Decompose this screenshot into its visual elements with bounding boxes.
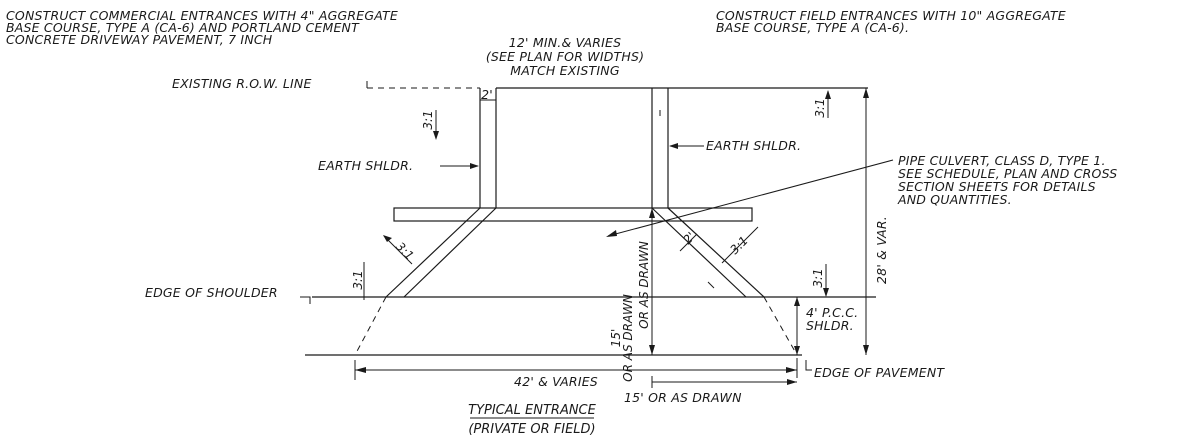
earth-shldr-right-label: EARTH SHLDR.: [706, 138, 801, 153]
center-dim-arrow-bottom: [649, 345, 655, 355]
or-as-drawn-lower: OR AS DRAWN: [621, 294, 635, 382]
width-note-line2: (SEE PLAN FOR WIDTHS): [486, 49, 644, 64]
earth-shldr-left-arrow: [470, 163, 479, 169]
twenty-eight-var-label: 28' & VAR.: [874, 216, 889, 284]
pipe-note-line1: PIPE CULVERT, CLASS D, TYPE 1.: [898, 153, 1106, 168]
note-commercial-line3: CONCRETE DRIVEWAY PAVEMENT, 7 INCH: [6, 32, 273, 47]
note-commercial-line2: BASE COURSE, TYPE A (CA-6) AND PORTLAND …: [6, 20, 360, 35]
forty-two-arrow-left: [355, 367, 366, 373]
slope-diag-right-tick: [707, 281, 715, 289]
earth-shldr-right-arrow: [669, 143, 678, 149]
pipe-note-line2: SEE SCHEDULE, PLAN AND CROSS: [898, 166, 1117, 181]
two-diag-label: 2': [680, 229, 698, 247]
pcc-dim-arrow-bottom: [794, 346, 800, 355]
fifteen-vertical: 15': [609, 329, 623, 348]
width-note-line1: 12' MIN.& VARIES: [509, 35, 622, 50]
slope-top-left-arrowhead: [433, 131, 439, 140]
slope-top-right-arrowhead: [825, 90, 831, 99]
pipe-note-leader: [607, 159, 894, 237]
right-slope-inner: [651, 207, 747, 298]
pipe-culvert: [393, 207, 753, 222]
note-field-line1: CONSTRUCT FIELD ENTRANCES WITH 10" AGGRE…: [716, 8, 1066, 23]
fifteen-drawn-arrow: [787, 379, 797, 385]
fifteen-drawn-label: 15' OR AS DRAWN: [624, 390, 742, 405]
earth-shldr-left-label: EARTH SHLDR.: [318, 158, 413, 173]
forty-two-arrow-right: [786, 367, 797, 373]
pipe-note-arrow: [606, 230, 617, 237]
two-diag-dim-line: [679, 233, 698, 252]
slope-shoulder-right-arrowhead: [823, 288, 829, 297]
edge-of-shoulder-leader: [300, 296, 311, 304]
center-dim-arrow-top: [649, 208, 655, 218]
drawing-subtitle: (PRIVATE OR FIELD): [468, 422, 595, 437]
drawing-title: TYPICAL ENTRANCE: [468, 403, 597, 418]
row-line-label: EXISTING R.O.W. LINE: [172, 76, 312, 91]
slope-diag-left-arrowhead: [383, 235, 392, 242]
slope-top-right-label: 3:1: [813, 98, 827, 117]
right-slope-outer: [667, 207, 765, 298]
slope-shoulder-left-label: 3:1: [351, 270, 365, 289]
width-note-line3: MATCH EXISTING: [510, 63, 620, 78]
left-slope-inner: [403, 207, 497, 298]
left-slope-outer: [385, 207, 481, 298]
pipe-note-line3: SECTION SHEETS FOR DETAILS: [898, 179, 1096, 194]
pcc-dim-arrow-top: [794, 297, 800, 306]
twenty-eight-arrow-bottom: [863, 345, 869, 355]
or-as-drawn-vertical: OR AS DRAWN: [637, 241, 651, 329]
slope-top-left-label: 3:1: [421, 110, 435, 129]
two-foot-label: 2': [481, 87, 493, 102]
twenty-eight-arrow-top: [863, 88, 869, 98]
pipe-note-line4: AND QUANTITIES.: [897, 192, 1012, 207]
slope-diag-left-label: 3:1: [393, 239, 417, 263]
pcc-shldr-line2: SHLDR.: [806, 318, 854, 333]
edge-of-pavement-label: EDGE OF PAVEMENT: [814, 365, 945, 380]
slope-diag-right-arrow-line: [721, 226, 759, 264]
forty-two-label: 42' & VARIES: [514, 374, 598, 389]
left-flare-dashed: [354, 296, 387, 356]
edge-of-pavement-leader: [805, 360, 812, 371]
right-flare-dashed: [763, 296, 798, 356]
pcc-shldr-line1: 4' P.C.C.: [806, 305, 858, 320]
note-field-line2: BASE COURSE, TYPE A (CA-6).: [716, 20, 909, 35]
slope-shoulder-right-label: 3:1: [811, 268, 825, 287]
note-commercial-line1: CONSTRUCT COMMERCIAL ENTRANCES WITH 4" A…: [6, 8, 398, 23]
edge-of-shoulder-label: EDGE OF SHOULDER: [145, 285, 278, 300]
